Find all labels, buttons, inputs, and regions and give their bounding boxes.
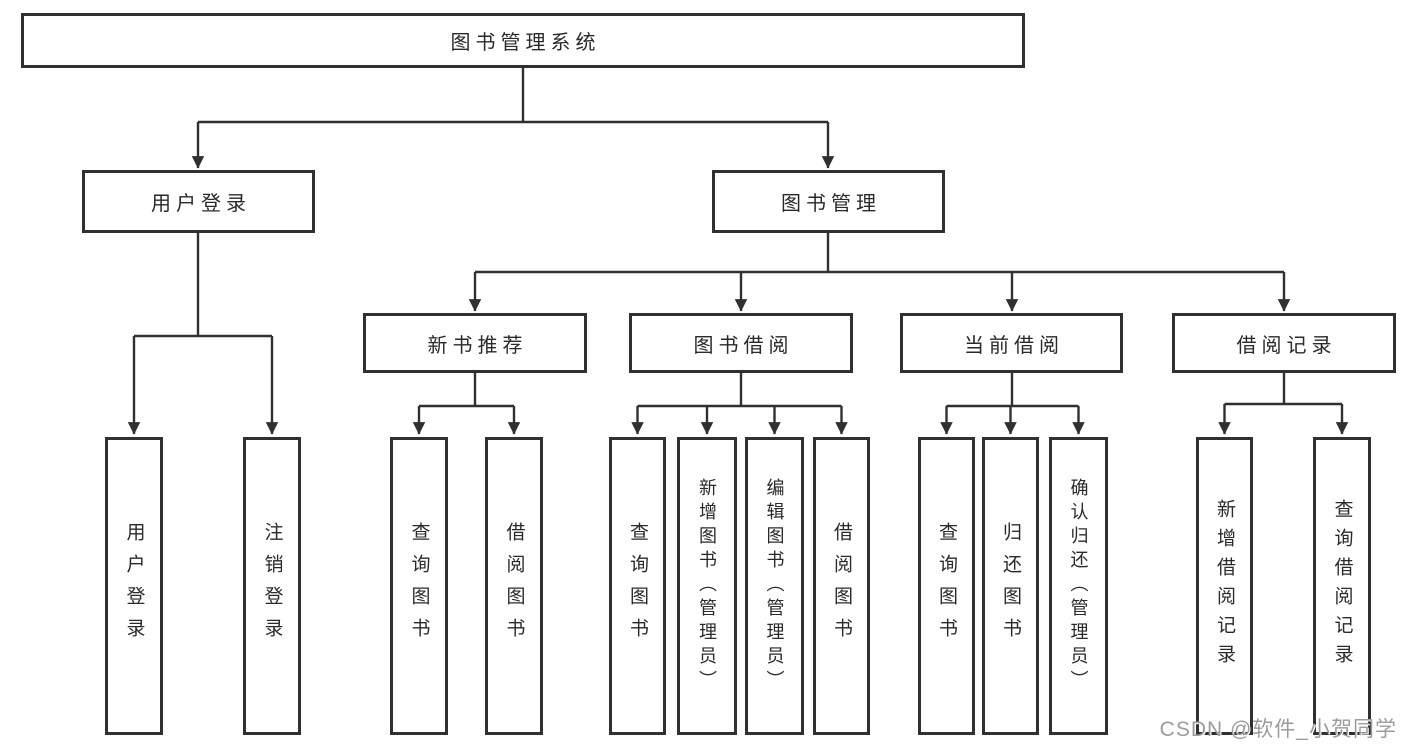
node-label: 新书推荐	[427, 334, 528, 357]
leaf-return-book: 归还图书	[982, 437, 1039, 735]
leaf-label: 查询图书	[408, 522, 430, 650]
node-book-borrow: 图书借阅	[629, 313, 853, 373]
leaf-query-borrow-record: 查询借阅记录	[1313, 437, 1371, 735]
node-label: 当前借阅	[964, 334, 1064, 357]
leaf-add-borrow-record: 新增借阅记录	[1196, 437, 1253, 735]
leaf-label: 新增图书（管理员）	[697, 478, 717, 694]
node-label: 借阅记录	[1236, 334, 1337, 357]
leaf-label: 编辑图书（管理员）	[764, 478, 785, 694]
node-root-label: 图书管理系统	[450, 32, 601, 54]
leaf-borrow-books-2: 借阅图书	[813, 437, 870, 735]
leaf-logout: 注销登录	[243, 437, 301, 735]
node-new-book-recommend: 新书推荐	[363, 313, 587, 373]
leaf-query-books-2: 查询图书	[609, 437, 666, 735]
leaf-query-books-1: 查询图书	[390, 437, 448, 735]
leaf-label: 借阅图书	[503, 522, 525, 650]
leaf-edit-book-admin: 编辑图书（管理员）	[745, 437, 804, 735]
node-root: 图书管理系统	[21, 13, 1025, 68]
leaf-label: 借阅图书	[831, 522, 852, 650]
csdn-watermark: CSDN @软件_小贺同学	[1159, 718, 1397, 741]
node-book-management-module: 图书管理	[712, 170, 945, 233]
leaf-label: 查询借阅记录	[1331, 499, 1353, 673]
node-user-login-module: 用户登录	[82, 170, 315, 233]
leaf-label: 归还图书	[1000, 522, 1021, 650]
leaf-label: 注销登录	[261, 522, 283, 650]
leaf-confirm-return-admin: 确认归还（管理员）	[1049, 437, 1108, 735]
node-label: 图书借阅	[693, 334, 794, 357]
node-borrow-records: 借阅记录	[1172, 313, 1396, 373]
leaf-label: 用户登录	[123, 522, 145, 650]
node-current-borrow: 当前借阅	[900, 313, 1123, 373]
leaf-query-books-3: 查询图书	[918, 437, 975, 735]
leaf-label: 新增借阅记录	[1214, 499, 1235, 673]
leaf-label: 确认归还（管理员）	[1068, 478, 1089, 694]
node-label: 用户登录	[151, 193, 251, 215]
node-label: 图书管理	[781, 193, 881, 215]
leaf-add-book-admin: 新增图书（管理员）	[677, 437, 737, 735]
leaf-label: 查询图书	[627, 522, 648, 650]
leaf-user-login: 用户登录	[105, 437, 163, 735]
leaf-borrow-books-1: 借阅图书	[485, 437, 543, 735]
leaf-label: 查询图书	[936, 522, 957, 650]
